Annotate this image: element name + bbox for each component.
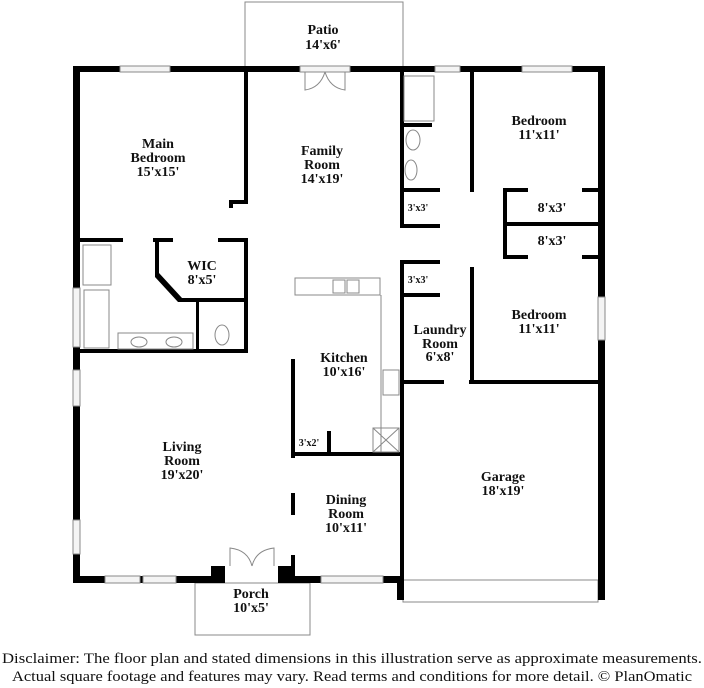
disclaimer-line-2: Actual square footage and features may v… [12,669,692,685]
closet-d-dims: 3'x3' [408,275,429,286]
dining-room-dims: 10'x11' [325,521,367,536]
front-door [229,547,275,567]
closet-c-dims: 8'x3' [538,234,567,249]
family-room-dims: 14'x19' [301,172,344,187]
living-room-name-1: Living [163,440,202,455]
garage-name: Garage [481,470,525,485]
porch-dims: 10'x5' [233,601,269,616]
porch-outline [194,582,311,636]
room-labels: Patio 14'x6' Main Bedroom 15'x15' Family… [131,23,567,616]
dining-room-name-2: Room [328,507,364,522]
patio-name: Patio [307,23,338,38]
family-room-name-2: Room [304,158,340,173]
living-room-name-2: Room [164,454,200,469]
interior-walls [80,72,600,600]
bedroom-2-dims: 11'x11' [518,322,559,337]
living-room-dims: 19'x20' [161,468,204,483]
patio-door [299,65,351,91]
laundry-dims: 6'x8' [426,350,455,365]
patio-dims: 14'x6' [305,38,341,53]
main-bedroom-name-1: Main [142,137,174,152]
main-bedroom-dims: 15'x15' [137,165,180,180]
closet-b-dims: 8'x3' [538,201,567,216]
pantry-dims: 3'x2' [299,438,320,449]
bedroom-1-dims: 11'x11' [518,128,559,143]
windows [72,65,606,584]
wic-dims: 8'x5' [188,273,217,288]
disclaimer-line-1: Disclaimer: The floor plan and stated di… [2,651,702,667]
laundry-name-1: Laundry [414,323,467,338]
garage-door [402,579,599,603]
main-bedroom-name-2: Bedroom [131,151,186,166]
wic-name: WIC [187,259,217,274]
dining-room-name-1: Dining [326,493,366,508]
laundry-name-2: Room [422,337,458,352]
bedroom-1-name: Bedroom [512,114,567,129]
porch-name: Porch [233,587,269,602]
fixtures [82,75,435,453]
kitchen-name: Kitchen [320,351,368,366]
closet-a-dims: 3'x3' [408,203,429,214]
bedroom-2-name: Bedroom [512,308,567,323]
kitchen-dims: 10'x16' [323,365,366,380]
family-room-name-1: Family [301,144,343,159]
garage-dims: 18'x19' [482,484,525,499]
